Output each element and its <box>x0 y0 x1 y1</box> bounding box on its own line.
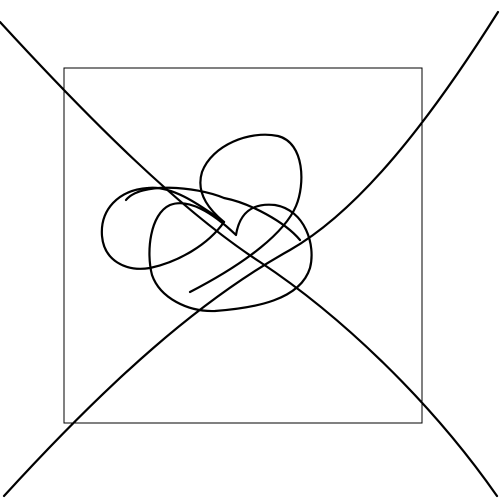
knot-loop-left <box>100 186 226 270</box>
knot-loop-right <box>148 202 313 313</box>
descending-diagonal-curve <box>0 20 499 498</box>
ascending-diagonal-curve <box>2 10 500 498</box>
square-frame <box>63 67 423 424</box>
knot-loop-top <box>124 133 303 294</box>
